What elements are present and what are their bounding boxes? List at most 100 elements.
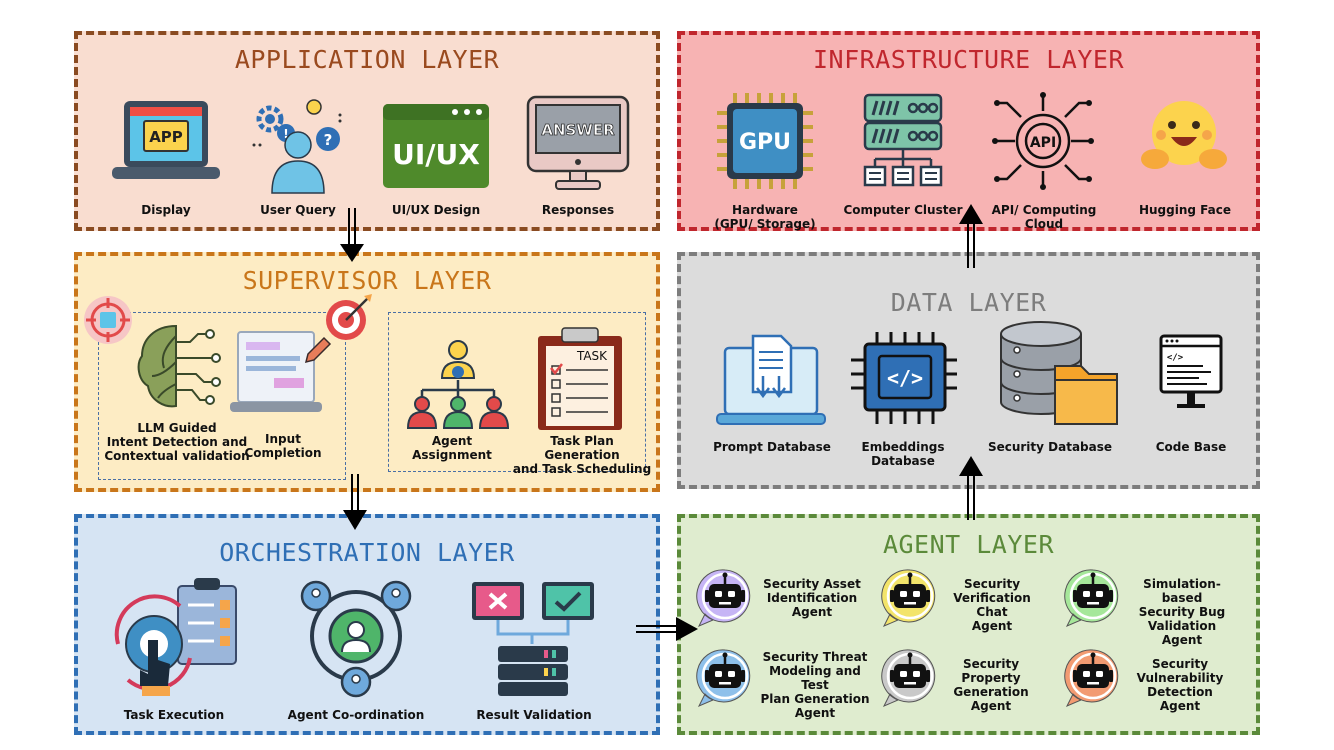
input-completion-line2: Completion (244, 446, 322, 460)
supervisor-layer-title: SUPERVISOR LAYER (242, 266, 492, 295)
result-validation-label: Result Validation (476, 708, 592, 722)
llm-intent-line2: Intent Detection and (106, 435, 248, 449)
code-base-monitor-icon: </> (1159, 334, 1223, 408)
agent-name-line: Security Asset (763, 577, 861, 591)
arrow-application-to-supervisor (340, 208, 364, 262)
agent-name-line: Security Bug (1138, 605, 1226, 619)
hugging-face-icon (1141, 101, 1227, 169)
agent-name-line: Plan Generation (760, 692, 870, 706)
agent-name-line: Verification Chat (953, 591, 1031, 619)
app-laptop-icon: APP (112, 101, 220, 179)
agent-layer: AGENT LAYER (677, 514, 1260, 735)
agent-layer-title: AGENT LAYER (882, 530, 1055, 559)
agent-name-line: Agent (971, 619, 1013, 633)
arrow-data-to-infrastructure (959, 204, 983, 268)
orchestration-layer: ORCHESTRATION LAYER Task Execution Agent… (74, 514, 660, 735)
data-layer-title: DATA LAYER (890, 288, 1047, 317)
task-plan-label: Task Plan Generation and Task Scheduling (512, 434, 652, 476)
code-base-label: Code Base (1155, 440, 1227, 454)
svg-text:?: ? (324, 131, 333, 149)
llm-intent-label: LLM Guided Intent Detection and Contextu… (102, 421, 252, 463)
target-icon (84, 296, 132, 344)
agent-name-line: Validation Agent (1147, 619, 1217, 647)
answer-monitor-icon: ANSWER (526, 95, 630, 190)
supervisor-layer: SUPERVISOR LAYER LLM Guided Intent Detec… (74, 252, 660, 492)
agent-assignment-icon (406, 340, 510, 429)
svg-text:</>: </> (887, 366, 923, 390)
agent-name-line: Simulation-based (1143, 577, 1221, 605)
server-cluster-icon (863, 93, 943, 187)
application-layer-title: APPLICATION LAYER (234, 45, 500, 74)
task-plan-line2: and Task Scheduling (512, 462, 652, 476)
agent-bot-icon (696, 649, 751, 707)
agent-bot-icon (881, 649, 936, 707)
uiux-design-label: UI/UX Design (391, 203, 481, 217)
security-database-icon (1000, 321, 1118, 425)
agent-bot-icon (696, 569, 751, 627)
prompt-database-label: Prompt Database (713, 440, 831, 454)
agent-name-line: Vulnerability (1136, 671, 1224, 685)
uiux-window-icon: UI/UX (383, 104, 489, 188)
arrow-supervisor-to-orchestration (343, 474, 367, 530)
task-execution-label: Task Execution (123, 708, 225, 722)
llm-intent-line1: LLM Guided (137, 421, 217, 435)
hardware-label-line1: Hardware (732, 203, 798, 217)
agent-bot-icon (1064, 649, 1119, 707)
svg-text:</>: </> (1167, 353, 1184, 363)
orchestration-layer-title: ORCHESTRATION LAYER (219, 538, 515, 567)
agent-name-line: Agent (794, 706, 836, 720)
embeddings-line1: Embeddings (861, 440, 945, 454)
task-execution-icon (114, 578, 237, 696)
embeddings-chip-icon: </> (851, 332, 957, 424)
svg-text:GPU: GPU (739, 130, 791, 155)
agent-assignment-label: Agent Assignment (412, 434, 492, 462)
hugging-face-label: Hugging Face (1138, 203, 1232, 217)
agent-bot-icon (1064, 569, 1119, 627)
dart-target-icon (326, 294, 372, 340)
responses-label: Responses (541, 203, 615, 217)
computer-cluster-label: Computer Cluster (843, 203, 963, 217)
application-layer: APPLICATION LAYER APP Display ! ? User Q… (74, 31, 660, 231)
input-completion-label: Input Completion (238, 432, 328, 460)
llm-intent-line3: Contextual validation (104, 449, 250, 463)
infrastructure-layer-title: INFRASTRUCTURE LAYER (812, 45, 1125, 74)
hardware-label: Hardware (GPU/ Storage) (705, 203, 825, 231)
user-query-label: User Query (260, 203, 336, 217)
agent-bot-icon (881, 569, 936, 627)
agent-name-line: Agent (791, 605, 833, 619)
agent-name-line: Generation Agent (953, 685, 1029, 713)
api-gear-icon: API (992, 92, 1094, 190)
task-plan-line1: Task Plan Generation (544, 434, 620, 462)
agent-name-line: Modeling and Test (769, 664, 861, 692)
input-completion-line1: Input (265, 432, 301, 446)
input-completion-icon (230, 331, 332, 412)
result-validation-icon (472, 582, 594, 696)
hardware-label-line2: (GPU/ Storage) (714, 217, 816, 231)
intent-group-box (98, 312, 346, 480)
agent-coordination-label: Agent Co-ordination (287, 708, 425, 722)
svg-text:APP: APP (149, 128, 183, 146)
agent-name-line: Security (962, 657, 1020, 671)
agent-coordination-icon (300, 580, 412, 698)
task-clipboard-icon: TASK (538, 327, 622, 430)
user-query-icon: ! ? (252, 99, 342, 194)
agent-name-line: Security (1151, 657, 1209, 671)
svg-text:API: API (1030, 135, 1056, 151)
infrastructure-layer: INFRASTRUCTURE LAYER GPU Hardware (GPU/ … (677, 31, 1260, 231)
agent-name-line: Detection Agent (1147, 685, 1213, 713)
agent-name-line: Property (961, 671, 1021, 685)
assignment-group-box (388, 312, 646, 472)
svg-text:!: ! (283, 127, 288, 141)
gpu-chip-icon: GPU (717, 93, 813, 189)
agent-name-line: Security Threat (762, 650, 868, 664)
svg-text:TASK: TASK (576, 349, 608, 363)
agent-name-line: Security (963, 577, 1021, 591)
agent-name-line: Identification (766, 591, 858, 605)
